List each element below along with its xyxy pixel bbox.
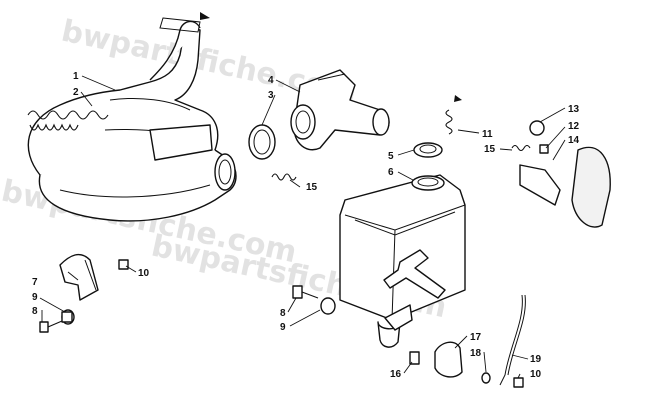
grommet-left[interactable] [61,309,75,325]
bracket-14[interactable] [519,120,611,228]
bracket-17[interactable] [434,341,463,378]
callout-4: 4 [268,75,274,86]
seal-ring[interactable] [248,124,276,160]
silencer-muffler[interactable] [339,174,466,348]
callout-13: 13 [568,104,580,115]
bracket-left[interactable] [59,253,99,301]
nut-left[interactable] [118,259,129,270]
spring-15a [271,173,297,181]
callout-10-left: 10 [138,268,150,279]
callout-8-left: 8 [32,306,38,317]
washer-18[interactable] [481,372,491,384]
exhaust-manifold[interactable] [290,69,390,151]
nut-10b[interactable] [513,377,524,388]
bolt-left[interactable] [39,320,63,333]
callout-7: 7 [32,277,38,288]
callout-12: 12 [568,121,580,132]
callout-6: 6 [388,167,394,178]
expansion-chamber[interactable] [27,17,237,222]
callout-16: 16 [390,369,402,380]
grommet-center[interactable] [320,297,336,315]
callout-18: 18 [470,348,482,359]
arrow-icon [200,12,210,20]
callout-19: 19 [530,354,542,365]
spring-heat-shield-2 [29,123,79,131]
callout-2: 2 [73,87,79,98]
arrow-icon-2 [454,95,462,102]
callout-3: 3 [268,90,274,101]
spring-heat-shield [27,110,109,120]
callout-5: 5 [388,151,394,162]
leader-lines [39,75,566,379]
callout-9-left: 9 [32,292,38,303]
callout-17: 17 [470,332,482,343]
spring-15b [511,144,531,152]
callout-1: 1 [73,71,79,82]
callout-labels: 1 2 3 4 5 6 7 8 9 10 11 12 13 14 15 15 8… [32,71,580,380]
bolt-center[interactable] [292,285,319,299]
callout-9-center: 9 [280,322,286,333]
spring-11 [445,109,453,135]
callout-10-right: 10 [530,369,542,380]
callout-15-right: 15 [484,144,496,155]
bolt-16[interactable] [409,351,420,365]
grommet[interactable] [413,142,443,158]
callout-8-center: 8 [280,308,286,319]
cable-19[interactable] [499,294,526,386]
callout-15-center: 15 [306,182,318,193]
callout-14: 14 [568,135,580,146]
callout-11: 11 [482,129,493,140]
